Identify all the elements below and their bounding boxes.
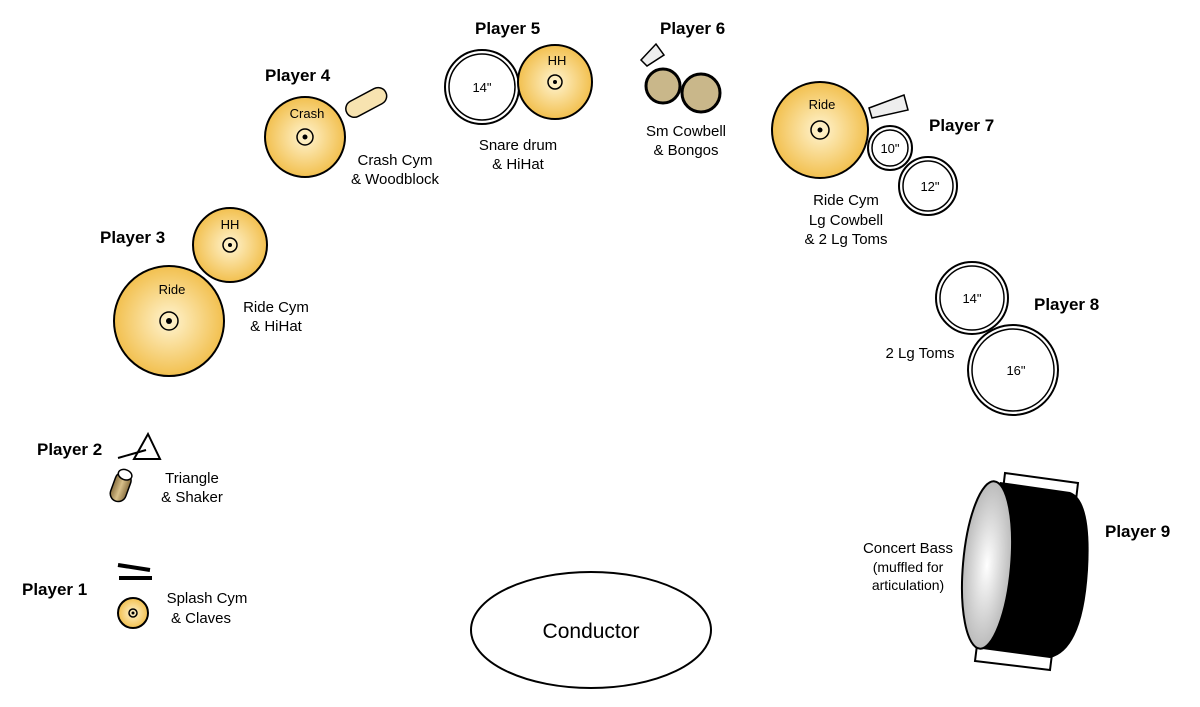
player-8-instrument-1: 2 Lg Toms: [886, 345, 955, 362]
claves-icon: [117, 563, 152, 580]
player-4-instrument-1: Crash Cym: [357, 152, 432, 169]
player-7: Player 7 Ride 10" 12" Ride Cym Lg Cowbel…: [771, 81, 994, 248]
player-2: Player 2 Triangle & Shaker: [37, 431, 223, 506]
shaker-icon: [109, 468, 133, 503]
svg-text:10": 10": [880, 141, 899, 156]
svg-text:HH: HH: [548, 53, 567, 68]
player-5-instrument-2: & HiHat: [492, 156, 545, 173]
player-8-label: Player 8: [1034, 295, 1099, 314]
tom-12-icon: 12": [898, 156, 958, 216]
svg-text:12": 12": [920, 179, 939, 194]
svg-text:14": 14": [962, 291, 981, 306]
player-7-label: Player 7: [929, 116, 994, 135]
tom-10-icon: 10": [867, 125, 913, 171]
player-1-instrument-1: Splash Cym: [167, 590, 248, 607]
player-2-label: Player 2: [37, 440, 102, 459]
svg-text:Ride: Ride: [809, 97, 836, 112]
svg-text:16": 16": [1006, 363, 1025, 378]
ride-cymbal-icon: Ride: [771, 81, 869, 179]
player-6-instrument-1: Sm Cowbell: [646, 123, 726, 140]
player-6-instrument-2: & Bongos: [653, 142, 718, 159]
player-1-label: Player 1: [22, 580, 87, 599]
tom-16-icon: 16": [967, 324, 1059, 416]
bongo-icon: [644, 67, 682, 105]
player-9-instrument-1: Concert Bass: [863, 540, 953, 557]
player-3-instrument-2: & HiHat: [250, 318, 303, 335]
player-9: Player 9 Concert Bass (muffled for artic…: [863, 471, 1170, 672]
player-7-instrument-2: Lg Cowbell: [809, 212, 883, 229]
tom-14-icon: 14": [935, 261, 1009, 335]
player-9-instrument-2: (muffled for: [873, 559, 944, 575]
player-4-instrument-2: & Woodblock: [351, 171, 440, 188]
splash-cymbal-icon: [117, 597, 149, 629]
player-6-label: Player 6: [660, 19, 725, 38]
ride-cymbal-icon: Ride: [113, 265, 225, 377]
conductor-label: Conductor: [543, 620, 640, 643]
woodblock-icon: [345, 86, 388, 119]
player-5-instrument-1: Snare drum: [479, 137, 557, 154]
cowbell-icon: [639, 42, 666, 67]
crash-cymbal-icon: Crash: [264, 96, 346, 178]
bass-drum-icon: [960, 471, 1089, 672]
player-3-label: Player 3: [100, 228, 165, 247]
player-5: Player 5 14" HH Snare drum & HiHat: [444, 19, 593, 173]
svg-text:Crash: Crash: [290, 106, 325, 121]
player-3-instrument-1: Ride Cym: [243, 299, 309, 316]
player-1-instrument-2: & Claves: [171, 610, 231, 627]
player-5-label: Player 5: [475, 19, 540, 38]
player-7-instrument-1: Ride Cym: [813, 192, 879, 209]
hihat-cymbal-icon: HH: [517, 44, 593, 120]
player-2-instrument-2: & Shaker: [161, 489, 223, 506]
player-1: Player 1 Splash Cym & Claves: [22, 563, 248, 629]
bongo-icon: [680, 72, 722, 114]
player-9-instrument-3: articulation): [872, 577, 944, 593]
svg-text:HH: HH: [221, 217, 240, 232]
player-7-instrument-3: & 2 Lg Toms: [804, 231, 887, 248]
player-2-instrument-1: Triangle: [165, 470, 219, 487]
hihat-cymbal-icon: HH: [192, 207, 268, 283]
player-3: Player 3 HH Ride Ride Cym & HiHat: [100, 207, 309, 377]
svg-text:14": 14": [472, 80, 491, 95]
triangle-icon: [117, 431, 162, 460]
snare-drum-icon: 14": [444, 49, 520, 125]
cowbell-icon: [868, 94, 909, 119]
player-9-label: Player 9: [1105, 522, 1170, 541]
player-8: Player 8 14" 16" 2 Lg Toms: [886, 261, 1099, 416]
svg-text:Ride: Ride: [159, 282, 186, 297]
conductor: Conductor: [470, 571, 712, 689]
player-6: Player 6 Sm Cowbell & Bongos: [639, 19, 726, 159]
player-4-label: Player 4: [265, 66, 331, 85]
player-4: Player 4 Crash Crash Cym & Woodblock: [264, 66, 440, 188]
